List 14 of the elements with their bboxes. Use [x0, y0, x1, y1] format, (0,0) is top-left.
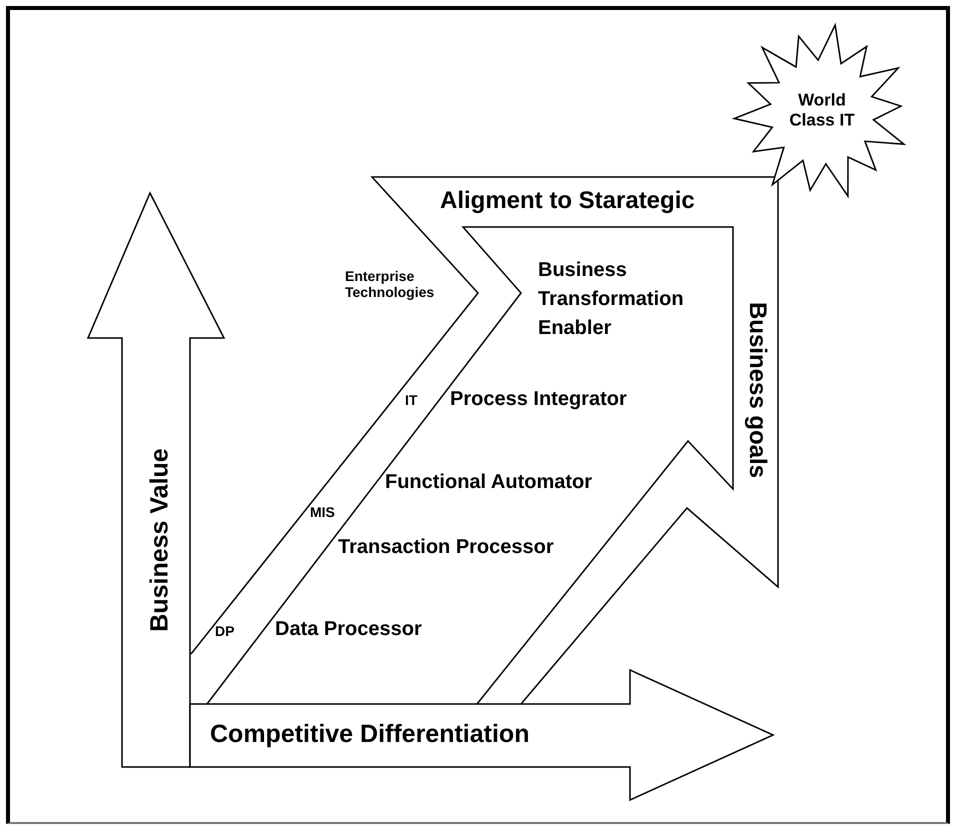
shape-label: World Class IT [788, 90, 856, 130]
stage-label: Enterprise Technologies [345, 268, 436, 300]
stage-label: MIS [310, 504, 335, 520]
stage-label: Process Integrator [450, 388, 627, 411]
stage-label: Transaction Processor [338, 536, 554, 559]
shape-label: Aligment to Starategic [440, 187, 695, 215]
shape-label: Competitive Differentiation [210, 720, 530, 749]
shape-label: Business goals [743, 302, 771, 478]
stage-label: Business Transformation Enabler [538, 258, 685, 341]
stage-label: Functional Automator [385, 471, 592, 494]
stage-label: Data Processor [275, 618, 422, 641]
shape-label: Business Value [146, 448, 174, 632]
stage-label: IT [405, 392, 418, 408]
stage-label: DP [215, 623, 234, 640]
